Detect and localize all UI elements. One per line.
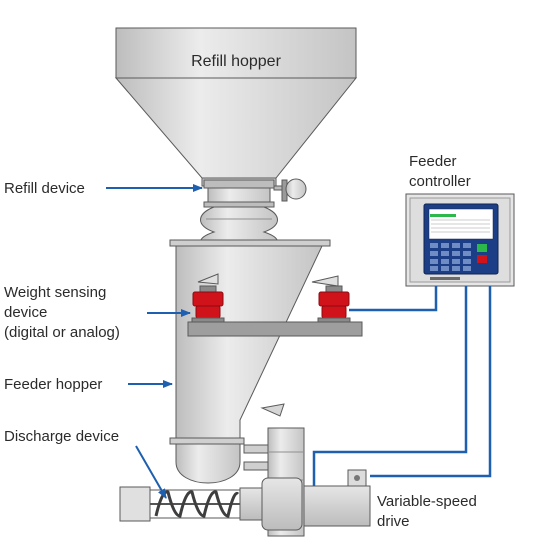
refill-device-label: Refill device bbox=[4, 180, 85, 197]
cable-load-cell bbox=[349, 286, 438, 312]
feeder-controller-label-line1: Feeder bbox=[409, 153, 457, 170]
discharge-device-label: Discharge device bbox=[4, 428, 119, 445]
refill-device bbox=[200, 178, 307, 251]
cable-drive-1 bbox=[312, 286, 468, 486]
callout-arrows bbox=[106, 184, 203, 499]
refill-hopper-label: Refill hopper bbox=[191, 53, 282, 70]
cables bbox=[312, 286, 492, 486]
feeder-hopper-label: Feeder hopper bbox=[4, 376, 102, 393]
scale-platform bbox=[187, 273, 363, 337]
weight-sensing-label-line1: Weight sensing bbox=[4, 284, 106, 301]
load-cell-left bbox=[191, 285, 225, 323]
arrow-discharge-device bbox=[135, 445, 167, 499]
load-cell-right bbox=[317, 285, 351, 323]
weight-sensing-label-line2: device bbox=[4, 304, 47, 321]
feeder-controller-label-line2: controller bbox=[409, 173, 471, 190]
weight-sensing-label-line3: (digital or analog) bbox=[4, 324, 120, 341]
feeder-controller bbox=[405, 193, 515, 287]
discharge-screw bbox=[119, 486, 265, 522]
cable-drive-2 bbox=[370, 286, 492, 478]
refill-hopper bbox=[114, 27, 358, 187]
variable-speed-drive bbox=[261, 427, 371, 537]
variable-speed-label-line2: drive bbox=[377, 513, 410, 530]
variable-speed-label-line1: Variable-speed bbox=[377, 493, 477, 510]
feeder-hopper bbox=[169, 239, 331, 484]
